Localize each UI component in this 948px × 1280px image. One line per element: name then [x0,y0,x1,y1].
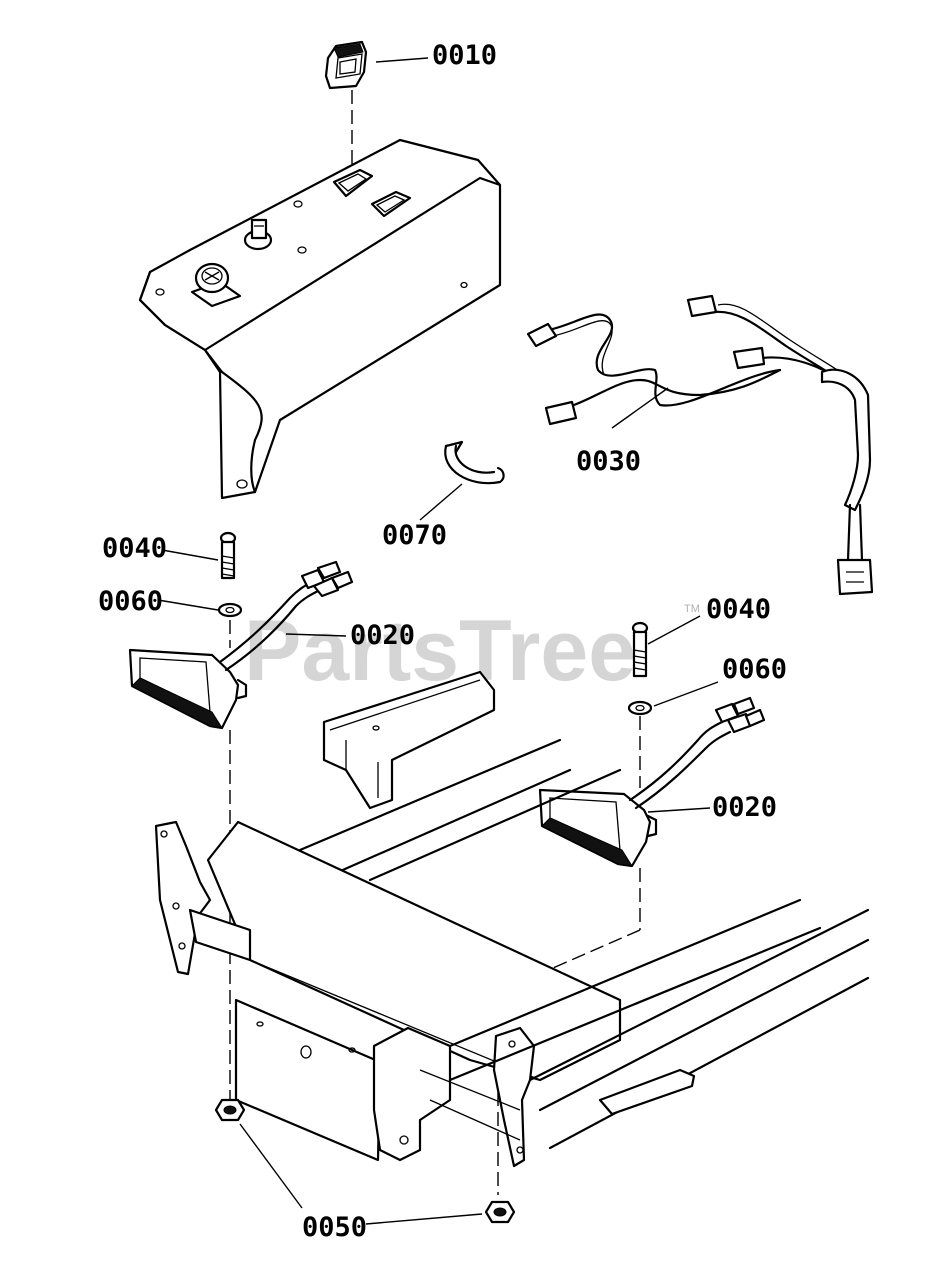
washer-right-part [627,700,653,716]
wiring-harness-part [526,294,874,596]
flange-nut-left-part [214,1098,246,1122]
callout-0040-right: 0040 [706,594,771,625]
leader-lines [157,57,719,1225]
rocker-switch-part [324,40,368,90]
callout-0020-right: 0020 [712,792,777,823]
callout-0050: 0050 [302,1212,367,1243]
work-light-right-part [538,696,766,868]
work-light-left-part [128,560,354,730]
callout-0020-left: 0020 [350,620,415,651]
watermark-trademark: TM [684,603,700,615]
parts-tree-watermark: PartsTree [244,603,636,699]
callout-0070: 0070 [382,520,447,551]
callout-0010: 0010 [432,40,497,71]
callout-0060-right: 0060 [722,654,787,685]
washer-left-part [217,602,243,618]
harness-clip-part [444,440,505,485]
bolt-right-part [631,621,649,678]
dash-panel-part [138,138,502,500]
callout-0030: 0030 [576,446,641,477]
callout-0060-left: 0060 [98,586,163,617]
flange-nut-right-part [484,1200,516,1224]
mower-frame-part [154,670,870,1168]
callout-0040-left: 0040 [102,533,167,564]
bolt-left-part [219,531,237,580]
